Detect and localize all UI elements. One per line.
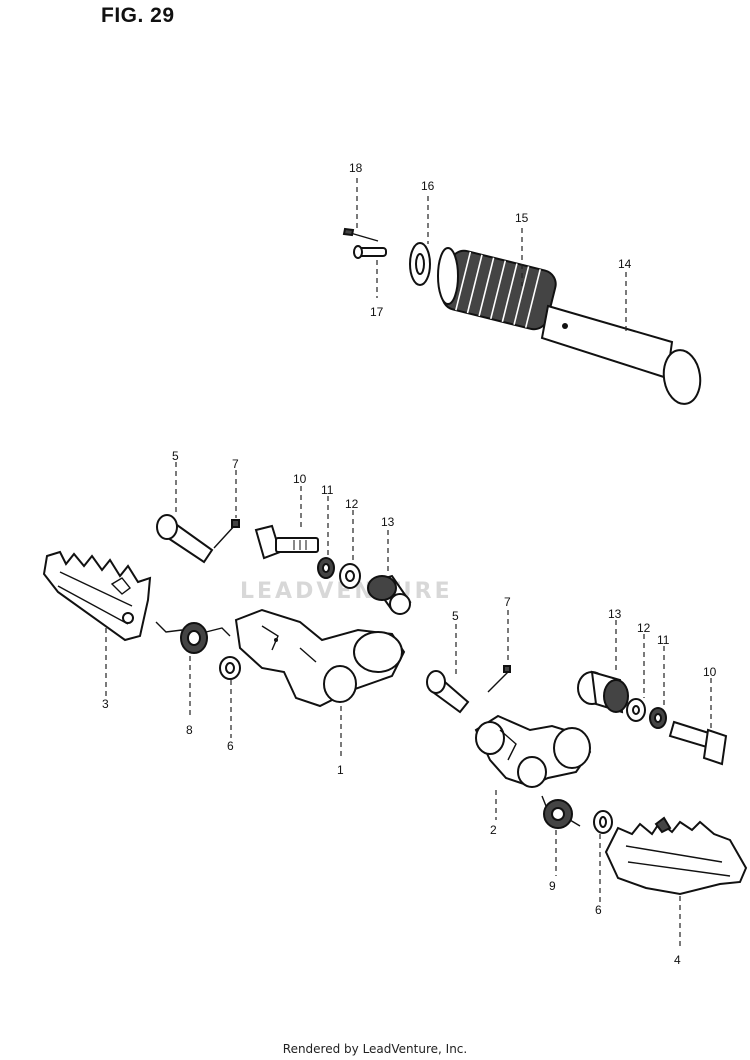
callout-11-right: 11 — [657, 633, 670, 647]
callout-6-left: 6 — [227, 739, 234, 753]
part-1-bracket-left — [234, 608, 406, 708]
part-14-footrest-bar — [540, 304, 702, 405]
part-7-cotter-pin-left — [213, 519, 240, 549]
callout-9: 9 — [549, 879, 556, 893]
callout-14: 14 — [618, 257, 632, 271]
callout-10-left: 10 — [293, 472, 307, 486]
part-11-lock-washer-left — [317, 557, 335, 579]
part-8-spring — [155, 621, 231, 654]
callout-13-right: 13 — [608, 607, 622, 621]
callout-12-left: 12 — [345, 497, 359, 511]
part-17-clevis-pin — [353, 245, 387, 259]
part-5-pin-right — [426, 670, 470, 714]
callout-8: 8 — [186, 723, 193, 737]
part-9-spring — [541, 795, 581, 829]
part-3-footpeg — [42, 550, 152, 642]
footer-credit: Rendered by LeadVenture, Inc. — [282, 1042, 468, 1056]
callout-7-right: 7 — [504, 595, 511, 609]
leader-lines — [105, 178, 712, 950]
part-12-washer-right — [626, 698, 646, 722]
callout-17: 17 — [370, 305, 384, 319]
callout-7-left: 7 — [232, 457, 239, 471]
callout-18: 18 — [349, 161, 363, 175]
callout-16: 16 — [421, 179, 435, 193]
part-16-washer — [409, 242, 431, 286]
part-13-collar-right — [577, 670, 629, 714]
callout-12-right: 12 — [637, 621, 651, 635]
part-10-bolt-right — [668, 720, 728, 766]
part-2-bracket-right — [474, 714, 592, 788]
part-10-bolt-left — [254, 524, 319, 560]
callout-11-left: 11 — [321, 483, 334, 497]
part-13-collar-left — [367, 574, 412, 615]
callout-1: 1 — [337, 763, 344, 777]
part-5-pin-left — [156, 514, 214, 564]
part-6-washer-left — [219, 656, 241, 680]
callout-4: 4 — [674, 953, 681, 967]
callout-10-right: 10 — [703, 665, 717, 679]
part-15-footrest-rubber — [437, 247, 557, 331]
part-6-washer-right — [593, 810, 613, 834]
part-4-footpeg — [604, 816, 748, 896]
callout-2: 2 — [490, 823, 497, 837]
callout-6-right: 6 — [595, 903, 602, 917]
callout-5-right: 5 — [452, 609, 459, 623]
part-12-washer-left — [339, 563, 361, 589]
part-11-lock-washer-right — [649, 707, 667, 729]
figure-title: FIG. 29 — [101, 4, 175, 27]
callout-15: 15 — [515, 211, 529, 225]
callout-5-left: 5 — [172, 449, 179, 463]
part-7-cotter-pin-right — [487, 665, 511, 693]
part-18-cotter-pin — [342, 227, 379, 242]
callout-13-left: 13 — [381, 515, 395, 529]
callout-3: 3 — [102, 697, 109, 711]
